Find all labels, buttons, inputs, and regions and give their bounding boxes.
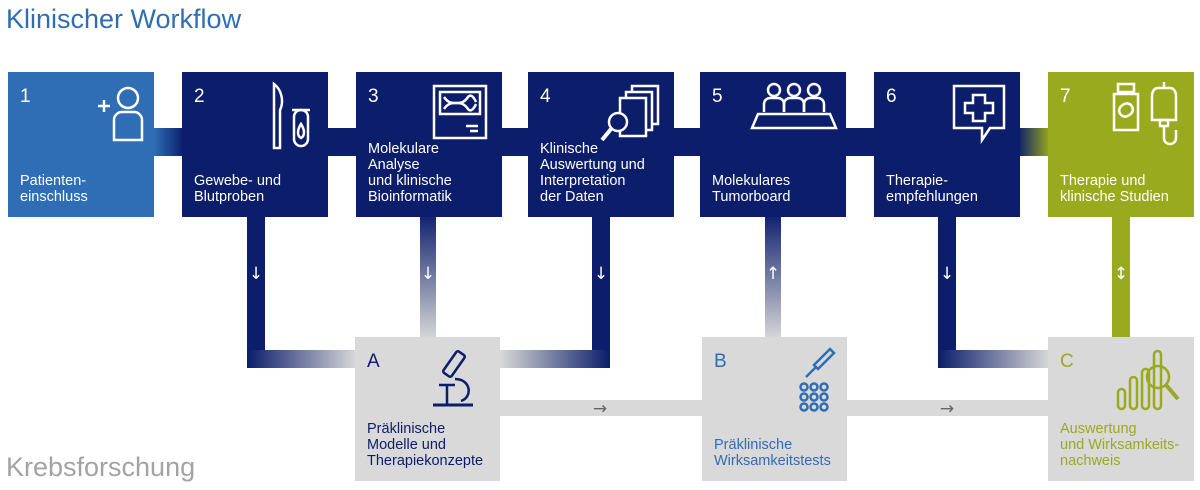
connector-1-2 <box>154 128 184 156</box>
step-number: 4 <box>540 86 551 107</box>
workflow-step-2: 2 Gewebe- und Blutproben <box>182 72 328 217</box>
research-step-b: B Präklinische Wirksamkeitstests <box>702 337 847 481</box>
connector-5-6 <box>846 128 876 156</box>
connector-4-a-vertical <box>592 212 610 367</box>
arrow-3-a: ↓ <box>421 264 435 284</box>
arrow-6-c: ↓ <box>940 264 954 284</box>
medication-infusion-icon <box>1112 82 1178 146</box>
connector-4-5 <box>672 128 702 156</box>
connector-a-b <box>498 400 702 416</box>
step-label: Therapie und klinische Studien <box>1060 173 1169 205</box>
connector-2-3 <box>328 128 358 156</box>
connector-4-a-horizontal <box>500 350 610 368</box>
scalpel-tube-icon <box>272 81 310 150</box>
microscope-icon <box>433 350 473 407</box>
step-number: 5 <box>712 86 723 107</box>
connector-6-7 <box>1018 128 1050 156</box>
research-letter: C <box>1060 351 1074 372</box>
page-title: Klinischer Workflow <box>6 4 242 34</box>
arrow-b-5: ↑ <box>766 264 780 284</box>
connector-6-c-vertical <box>938 212 956 367</box>
medical-chat-icon <box>952 84 1006 144</box>
research-label: Präklinische Modelle und Therapiekonzept… <box>367 421 484 469</box>
arrow-b-c: → <box>940 399 954 419</box>
patient-add-icon <box>98 86 144 142</box>
workflow-step-3: 3 Molekulare Analyse und klinische Bioin… <box>356 72 502 217</box>
connector-6-c-horizontal <box>938 350 1050 368</box>
meeting-icon <box>750 82 838 130</box>
pipette-plate-icon <box>799 347 836 412</box>
documents-magnifier-icon <box>600 84 660 142</box>
step-number: 2 <box>194 86 205 107</box>
arrow-2-a: ↓ <box>249 264 263 284</box>
step-label: Therapie- empfehlungen <box>886 173 978 205</box>
workflow-step-5: 5 Molekulares Tumorboard <box>700 72 846 217</box>
dna-sequencer-icon <box>432 84 488 140</box>
workflow-step-7: 7 Therapie und klinische Studien <box>1048 72 1194 217</box>
step-label: Molekulare Analyse und klinische Bioinfo… <box>368 141 452 205</box>
page-subtitle: Krebsforschung <box>6 452 196 482</box>
research-label: Präklinische Wirksamkeitstests <box>714 437 831 469</box>
step-label: Klinische Auswertung und Interpretation … <box>540 141 645 205</box>
step-number: 7 <box>1060 86 1071 107</box>
step-label: Gewebe- und Blutproben <box>194 173 282 205</box>
arrow-4-a: ↓ <box>594 264 608 284</box>
connector-2-a-vertical <box>247 212 265 367</box>
arrow-a-b: → <box>593 399 607 419</box>
connector-3-a <box>420 212 436 340</box>
research-letter: A <box>367 351 380 372</box>
workflow-step-6: 6 Therapie- empfehlungen <box>874 72 1020 217</box>
workflow-step-1: 1 Patienten- einschluss <box>8 72 154 217</box>
step-number: 6 <box>886 86 897 107</box>
connector-3-4 <box>500 128 530 156</box>
connector-7-c <box>1112 212 1130 340</box>
research-step-a: A Präklinische Modelle und Therapiekonze… <box>355 337 500 481</box>
connector-b-c <box>846 400 1050 416</box>
connector-b-5 <box>765 212 781 340</box>
step-label: Patienten- einschluss <box>20 173 88 205</box>
chart-magnifier-icon <box>1116 349 1180 411</box>
step-number: 1 <box>20 86 31 107</box>
research-letter: B <box>714 351 727 372</box>
arrow-7-c: ↕ <box>1114 264 1128 284</box>
step-label: Molekulares Tumorboard <box>712 173 791 205</box>
research-step-c: C Auswertung und Wirksamkeits- nachweis <box>1048 337 1194 481</box>
step-number: 3 <box>368 86 379 107</box>
research-label: Auswertung und Wirksamkeits- nachweis <box>1060 421 1180 469</box>
workflow-step-4: 4 Klinische Auswertung und Interpretatio… <box>528 72 674 217</box>
connector-2-a-horizontal <box>247 350 357 368</box>
